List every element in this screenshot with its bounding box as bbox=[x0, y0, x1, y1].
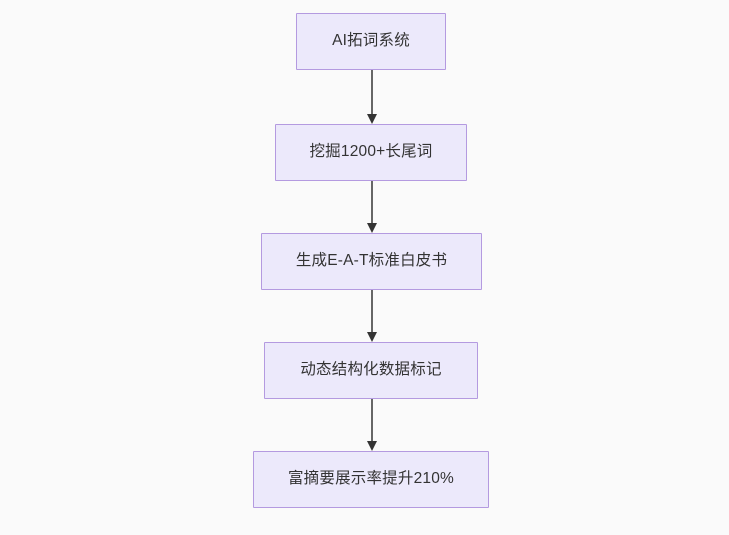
connector-node1-node2 bbox=[366, 70, 377, 124]
flow-node-mine-longtail-keywords[interactable]: 挖掘1200+长尾词 bbox=[275, 124, 467, 181]
connector-line bbox=[371, 290, 373, 334]
connector-line bbox=[371, 399, 373, 443]
flow-node-ai-keyword-system[interactable]: AI拓词系统 bbox=[296, 13, 446, 70]
flow-node-label: 生成E-A-T标准白皮书 bbox=[295, 252, 448, 270]
arrowhead-icon bbox=[366, 114, 377, 124]
flow-node-label: 挖掘1200+长尾词 bbox=[309, 143, 433, 161]
flow-node-rich-snippet-uplift[interactable]: 富摘要展示率提升210% bbox=[253, 451, 489, 508]
flow-node-dynamic-structured-data-markup[interactable]: 动态结构化数据标记 bbox=[264, 342, 478, 399]
flow-node-label: 动态结构化数据标记 bbox=[300, 361, 442, 379]
connector-node3-node4 bbox=[366, 290, 377, 342]
flow-node-label: 富摘要展示率提升210% bbox=[287, 470, 455, 488]
connector-node2-node3 bbox=[366, 181, 377, 233]
connector-node4-node5 bbox=[366, 399, 377, 451]
arrowhead-icon bbox=[366, 223, 377, 233]
flow-node-label: AI拓词系统 bbox=[332, 32, 410, 50]
connector-line bbox=[371, 70, 373, 116]
connector-line bbox=[371, 181, 373, 225]
flow-node-generate-eat-whitepaper[interactable]: 生成E-A-T标准白皮书 bbox=[261, 233, 482, 290]
arrowhead-icon bbox=[366, 332, 377, 342]
arrowhead-icon bbox=[366, 441, 377, 451]
